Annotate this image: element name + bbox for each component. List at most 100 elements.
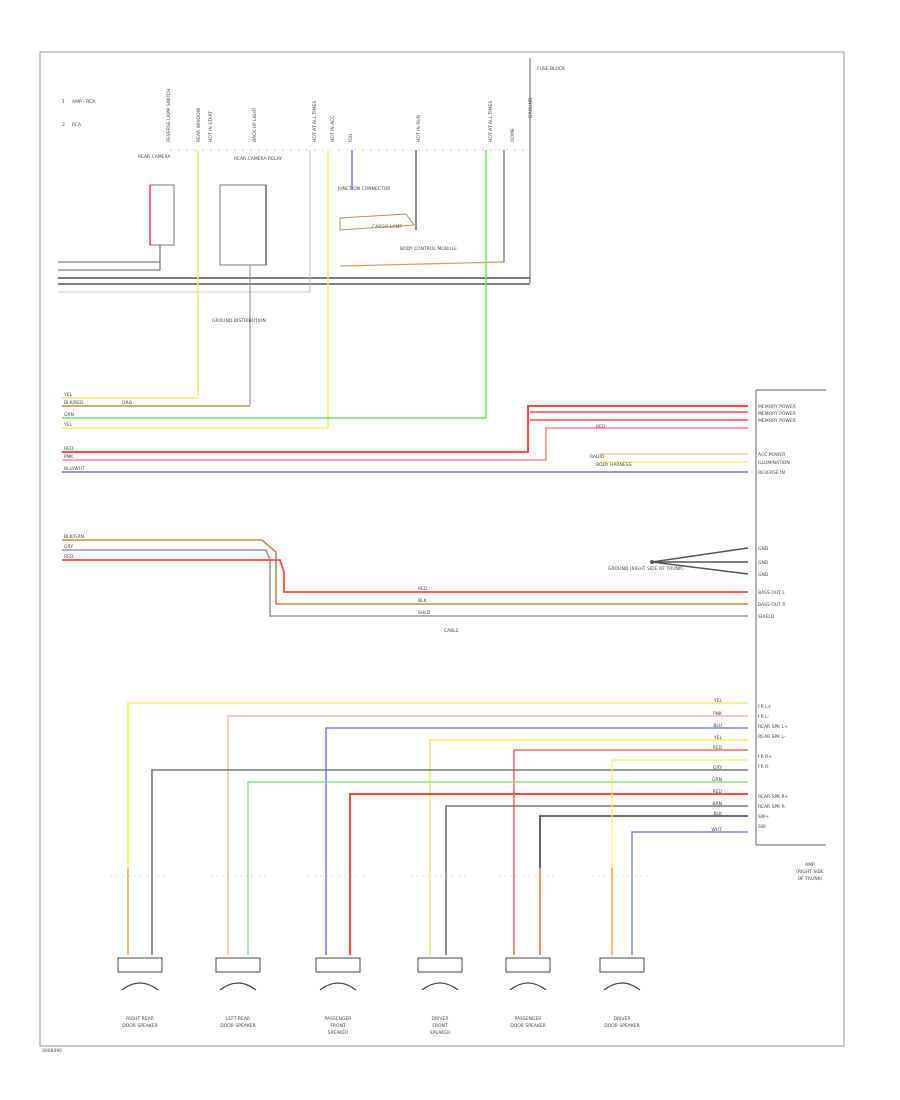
speaker-label-4c: SPEAKER (430, 1030, 450, 1036)
wire-code-org: ORG (122, 400, 133, 406)
wire-code-yel-3: YEL (713, 698, 723, 704)
speaker-passenger-door: PASSENGER DOOR SPEAKER (505, 957, 551, 1029)
legend-symbol-2: 2 (62, 122, 65, 128)
pin-rear-spk-l-neg: REAR SPK L- (758, 734, 786, 740)
speaker-label-4b: FRONT (432, 1023, 448, 1029)
label-hot-in-acc: HOT IN ACC (330, 115, 336, 142)
speaker-label-3a: PASSENGER (325, 1016, 352, 1022)
pin-sw-neg: SW- (758, 824, 767, 830)
wire-code-red-1: RED (64, 446, 74, 452)
legend-text-1: AMP - RCA (72, 99, 96, 105)
label-rear-camera: REAR CAMERA (138, 154, 171, 160)
wire-code-blk-grn: BLK/GRN (64, 534, 84, 540)
pin-bass-out-r: BASS OUT R (758, 602, 785, 608)
wire-code-red-4: RED (418, 586, 428, 592)
relay-area: REAR CAMERA REAR CAMERA RELAY JUNCTION C… (138, 150, 457, 266)
pin-rear-spk-r-neg: REAR SPK R- (758, 804, 787, 810)
pin-memory-power-2: MEMORY POWER (758, 411, 796, 417)
module-label-line-1: AMP (805, 862, 815, 868)
label-hot-at-all-times-1: HOT AT ALL TIMES (312, 101, 318, 142)
legend-symbol-1: 1 (62, 99, 65, 105)
speaker-label-1a: RIGHT REAR (126, 1016, 154, 1022)
label-backup-light: BACK UP LIGHT (252, 107, 258, 142)
speaker-label-2a: LEFT REAR (226, 1016, 250, 1022)
note-ground-dist: GROUND DISTRIBUTION (212, 318, 266, 324)
wire-code-blk-1: BLK (418, 598, 428, 604)
speaker-harness: YEL PNK BLU YEL RED GRY GRN RED BRN BLK … (127, 698, 748, 955)
pin-fr-r-pos: FR R+ (758, 754, 772, 760)
fuse-block-label: FUSE BLOCK (537, 66, 566, 72)
wire-code-grn-1: GRN (64, 412, 74, 418)
wire-code-blk-red: BLK/RED (64, 400, 84, 406)
module-label-line-2: (RIGHT SIDE (796, 869, 824, 875)
note-body-harness: BODY HARNESS (596, 462, 632, 468)
pin-fr-r-neg: FR R- (758, 764, 770, 770)
speakers: RIGHT REAR DOOR SPEAKER LEFT REAR DOOR S… (117, 957, 645, 1036)
pin-bass-out-l: BASS OUT L (758, 590, 785, 596)
speaker-label-1b: DOOR SPEAKER (122, 1023, 158, 1029)
diagram-border (39, 51, 845, 1047)
pin-gnd-1: GND (758, 546, 769, 552)
speaker-driver-door: DRIVER DOOR SPEAKER (599, 957, 645, 1029)
label-rear-camera-relay: REAR CAMERA RELAY (234, 156, 282, 162)
wire-code-yel-4: YEL (713, 735, 723, 741)
note-radio-unit: RADIO (590, 454, 605, 460)
legend: 1 AMP - RCA 2 RCA (62, 99, 96, 128)
speaker-label-2b: DOOR SPEAKER (220, 1023, 256, 1029)
pin-reverse-in: REVERSE IN (758, 470, 785, 476)
wire-code-red-2: RED (596, 424, 606, 430)
amplifier-module: AMP (RIGHT SIDE OF TRUNK) MEMORY POWER M… (755, 389, 826, 882)
wire-code-grn-2: GRN (712, 777, 722, 783)
wire-code-wht: WHT (711, 827, 722, 833)
speaker-label-4a: DRIVER (432, 1016, 449, 1022)
wire-code-red-3: RED (64, 554, 74, 560)
wire-code-red-6: RED (713, 789, 723, 795)
note-cable: CABLE (444, 628, 459, 634)
wire-code-yel-2: YEL (63, 422, 73, 428)
pin-gnd-3: GND (758, 572, 769, 578)
pin-sw-pos: SW+ (758, 814, 769, 820)
pin-memory-power-1: MEMORY POWER (758, 404, 796, 410)
label-hot-in-start: HOT IN START (208, 111, 214, 142)
middle-harness: YEL BLK/RED GRN YEL ORG RED PNK BLU/WHT … (62, 392, 748, 473)
speaker-label-3b: FRONT (330, 1023, 346, 1029)
pin-gnd-2: GND (758, 560, 769, 566)
speaker-right-rear-door: RIGHT REAR DOOR SPEAKER (117, 957, 163, 1029)
wire-code-red-5: RED (713, 745, 723, 751)
speaker-label-5a: PASSENGER (515, 1016, 542, 1022)
pin-illumination: ILLUMINATION (758, 460, 790, 466)
pin-rear-spk-r-pos: REAR SPK R+ (758, 794, 789, 800)
legend-text-2: RCA (72, 122, 82, 128)
pin-fr-l-pos: FR L+ (758, 704, 772, 710)
note-ground-point: GROUND (RIGHT SIDE OF TRUNK) (608, 566, 684, 572)
speaker-label-3c: SPEAKER (328, 1030, 348, 1036)
pin-fr-l-neg: FR L- (758, 714, 770, 720)
label-hot-in-run: HOT IN RUN (416, 115, 422, 142)
speaker-label-6a: DRIVER (614, 1016, 631, 1022)
label-dome: DOME (510, 128, 516, 142)
pin-memory-power-3: MEMORY POWER (758, 418, 796, 424)
wire-code-pnk-1: PNK (64, 454, 74, 460)
wire-code-blu-wht-1: BLU/WHT (64, 466, 85, 472)
wire-code-pnk-2: PNK (713, 711, 723, 717)
pin-shield: SHIELD (758, 614, 775, 620)
fuse-block: FUSE BLOCK REVERSE LAMP SWITCH REAR WIND… (166, 58, 566, 283)
label-ground: GROUND (528, 97, 534, 118)
pin-rear-spk-l-pos: REAR SPK L+ (758, 724, 788, 730)
label-junction-connector: JUNCTION CONNECTOR (337, 186, 390, 192)
rca-cable: BLK/GRN GRY RED CABLE RED BLK SHLD GROUN… (62, 534, 749, 634)
wire-code-gry-2: GRY (713, 765, 722, 771)
wire-code-yel-1: YEL (63, 392, 73, 398)
speaker-left-rear-door: LEFT REAR DOOR SPEAKER (215, 957, 261, 1029)
wire-code-blu-1: BLU (713, 723, 722, 729)
speaker-driver-front: DRIVER FRONT SPEAKER (417, 957, 463, 1036)
label-hot-at-all-times-2: HOT AT ALL TIMES (488, 101, 494, 142)
module-label-line-3: OF TRUNK) (798, 876, 823, 882)
label-iod: IOD (348, 133, 354, 142)
label-rear-window: REAR WINDOW (196, 107, 202, 142)
wire-code-brn: BRN (712, 801, 722, 807)
wire-code-shld: SHLD (418, 610, 431, 616)
speaker-label-6b: DOOR SPEAKER (604, 1023, 640, 1029)
label-body-control: BODY CONTROL MODULE (400, 246, 457, 252)
